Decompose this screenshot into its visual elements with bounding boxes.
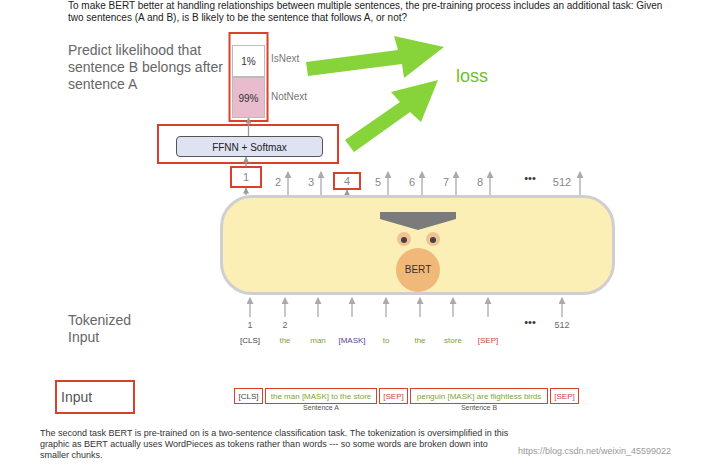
label-text: 2 — [282, 320, 287, 331]
loss-arrow — [345, 80, 438, 152]
node-subtext: Sentence B — [461, 404, 497, 411]
output-cell: 99%NotNext — [232, 77, 265, 118]
node-text: [SEP] — [383, 392, 403, 401]
output-position: 1 — [230, 166, 262, 188]
pupil — [430, 237, 436, 243]
node-text: [CLS] — [238, 392, 258, 401]
label-text: the — [414, 336, 425, 346]
eye — [426, 232, 440, 246]
label-text: store — [444, 336, 462, 346]
label-text: to — [383, 336, 390, 346]
label-text: the — [279, 336, 290, 346]
input-box: Input — [55, 380, 135, 414]
node-subtext: NotNext — [271, 91, 307, 102]
node-text: 1 — [243, 171, 249, 183]
node-text: FFNN + Softmax — [212, 141, 287, 152]
sentence-box: the man [MASK] to the storeSentence A — [265, 388, 377, 404]
caption: The second task BERT is pre-trained on i… — [40, 428, 510, 461]
connector — [248, 118, 249, 136]
node-text: 99% — [238, 92, 258, 103]
label-text: ••• — [524, 172, 536, 185]
pupil — [401, 237, 407, 243]
ffnn-box: FFNN + Softmax — [176, 136, 323, 157]
label-text: Tokenized Input — [68, 312, 148, 346]
label-text: 2 — [275, 176, 281, 189]
node-text: 1% — [241, 56, 255, 67]
brows — [380, 212, 456, 230]
connector — [245, 157, 246, 166]
label-text: loss — [456, 66, 488, 88]
node-text: penguin [MASK] are flightless birds — [417, 392, 542, 401]
label-text: 8 — [477, 176, 483, 189]
label-text: 512 — [553, 176, 571, 189]
label-text: 7 — [443, 176, 449, 189]
node-subtext: Sentence A — [303, 404, 339, 411]
output-position: 4 — [333, 172, 361, 190]
token-box: [CLS] — [234, 388, 263, 404]
connector — [245, 188, 246, 195]
token-box: [SEP] — [550, 388, 579, 404]
label-text: [MASK] — [338, 336, 365, 346]
output-outline — [230, 33, 268, 121]
loss-arrow — [306, 36, 444, 78]
label-text: ••• — [524, 316, 536, 329]
bert-model: BERT — [220, 195, 615, 295]
label-text: 512 — [554, 320, 569, 331]
header-note: To make BERT better at handling relation… — [68, 0, 668, 24]
output-cell: 1%IsNext — [232, 45, 265, 77]
token-box: [SEP] — [379, 388, 408, 404]
output-arrows — [288, 172, 580, 195]
node-text: 4 — [344, 175, 350, 187]
label-text: 6 — [409, 176, 415, 189]
label-text: 3 — [308, 176, 314, 189]
label-text: 5 — [375, 176, 381, 189]
node-text: BERT — [396, 248, 440, 292]
node-subtext: IsNext — [271, 53, 299, 64]
input-arrows — [250, 298, 562, 317]
label-text: https://blog.csdn.net/weixin_45599022 — [518, 446, 671, 457]
node-text: [SEP] — [554, 392, 574, 401]
sentence-box: penguin [MASK] are flightless birdsSente… — [410, 388, 548, 404]
node-text: Input — [61, 389, 92, 405]
label-text: [SEP] — [478, 336, 498, 346]
label-text: Predict likelihood that sentence B belon… — [68, 42, 233, 92]
label-text: man — [310, 336, 326, 346]
node-text: the man [MASK] to the store — [271, 392, 372, 401]
eye — [397, 232, 411, 246]
label-text: [CLS] — [240, 336, 260, 346]
label-text: 1 — [247, 320, 252, 331]
